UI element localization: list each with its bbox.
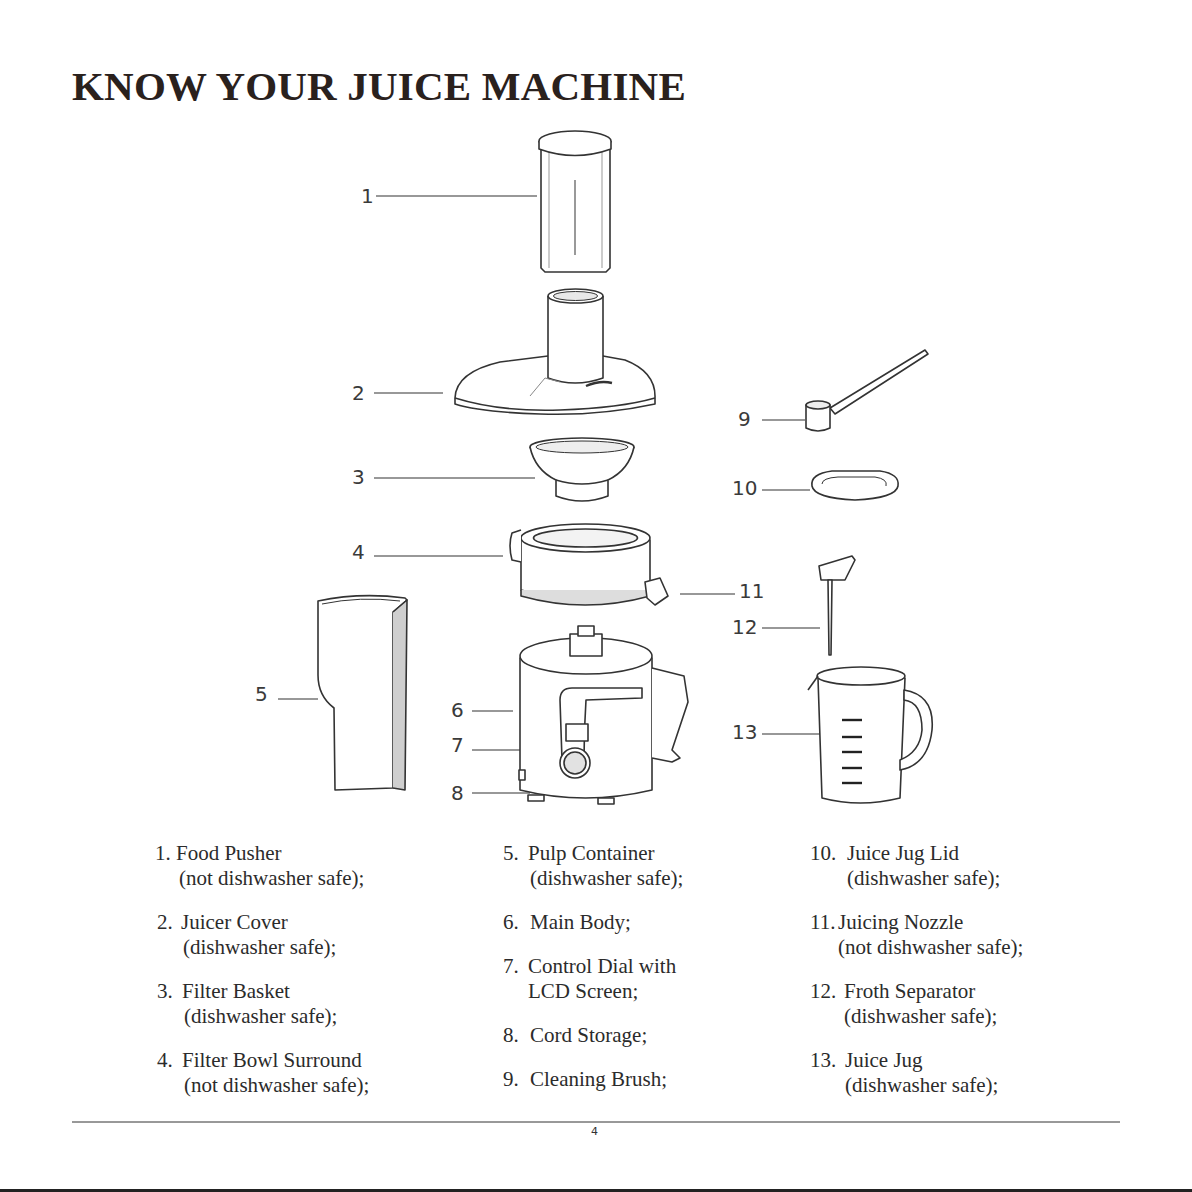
juice-jug (808, 667, 932, 803)
part-name: Cleaning Brush; (530, 1067, 667, 1092)
main-body (519, 626, 688, 804)
callout-number: 1 (361, 184, 374, 208)
callout-number: 5 (255, 682, 268, 706)
cleaning-brush (806, 350, 928, 431)
page-number: 4 (591, 1125, 598, 1138)
part-name: Control Dial with LCD Screen; (528, 954, 698, 1004)
part-name: Juice Jug (845, 1048, 923, 1073)
callout-number: 11 (739, 579, 764, 603)
callout-number: 8 (451, 781, 464, 805)
list-number: 11. (810, 910, 835, 935)
food-pusher (539, 131, 611, 272)
callout-number: 13 (732, 720, 757, 744)
list-number: 7. (503, 954, 519, 979)
list-number: 12. (810, 979, 836, 1004)
list-number: 3. (157, 979, 173, 1004)
callout-number: 9 (738, 407, 751, 431)
list-number: 8. (503, 1023, 519, 1048)
list-number: 1. (155, 841, 171, 866)
part-name: Juice Jug Lid (847, 841, 959, 866)
juicer-cover (455, 289, 655, 414)
part-name: Filter Bowl Surround (182, 1048, 362, 1073)
part-note: (dishwasher safe); (847, 866, 1000, 891)
page-edge (0, 1189, 1192, 1192)
list-number: 10. (810, 841, 836, 866)
callout-number: 6 (451, 698, 464, 722)
part-name: Filter Basket (182, 979, 290, 1004)
callout-number: 2 (352, 381, 365, 405)
filter-bowl (510, 524, 668, 605)
page-title: KNOW YOUR JUICE MACHINE (72, 62, 686, 110)
part-name: Main Body; (530, 910, 631, 935)
callout-number: 10 (732, 476, 757, 500)
footer-rule (72, 1122, 1120, 1123)
list-number: 5. (503, 841, 519, 866)
part-note: (not dishwasher safe); (838, 935, 1023, 960)
list-number: 6. (503, 910, 519, 935)
list-number: 13. (810, 1048, 836, 1073)
callout-number: 7 (451, 733, 464, 757)
part-note: (dishwasher safe); (530, 866, 683, 891)
jug-lid (812, 471, 898, 500)
part-note: (dishwasher safe); (183, 935, 336, 960)
froth-separator (819, 556, 855, 655)
part-name: Juicer Cover (181, 910, 288, 935)
callout-number: 4 (352, 540, 365, 564)
pulp-container (318, 596, 407, 790)
part-name: Froth Separator (844, 979, 975, 1004)
part-note: (dishwasher safe); (184, 1004, 337, 1029)
list-number: 2. (157, 910, 173, 935)
callout-number: 12 (732, 615, 757, 639)
part-name: Juicing Nozzle (838, 910, 963, 935)
part-name: Food Pusher (176, 841, 282, 866)
part-note: (dishwasher safe); (844, 1004, 997, 1029)
list-number: 9. (503, 1067, 519, 1092)
part-note: (dishwasher safe); (845, 1073, 998, 1098)
list-number: 4. (157, 1048, 173, 1073)
part-note: (not dishwasher safe); (179, 866, 364, 891)
part-name: Cord Storage; (530, 1023, 647, 1048)
filter-basket (530, 438, 634, 501)
callout-number: 3 (352, 465, 365, 489)
part-note: (not dishwasher safe); (184, 1073, 369, 1098)
part-name: Pulp Container (528, 841, 655, 866)
